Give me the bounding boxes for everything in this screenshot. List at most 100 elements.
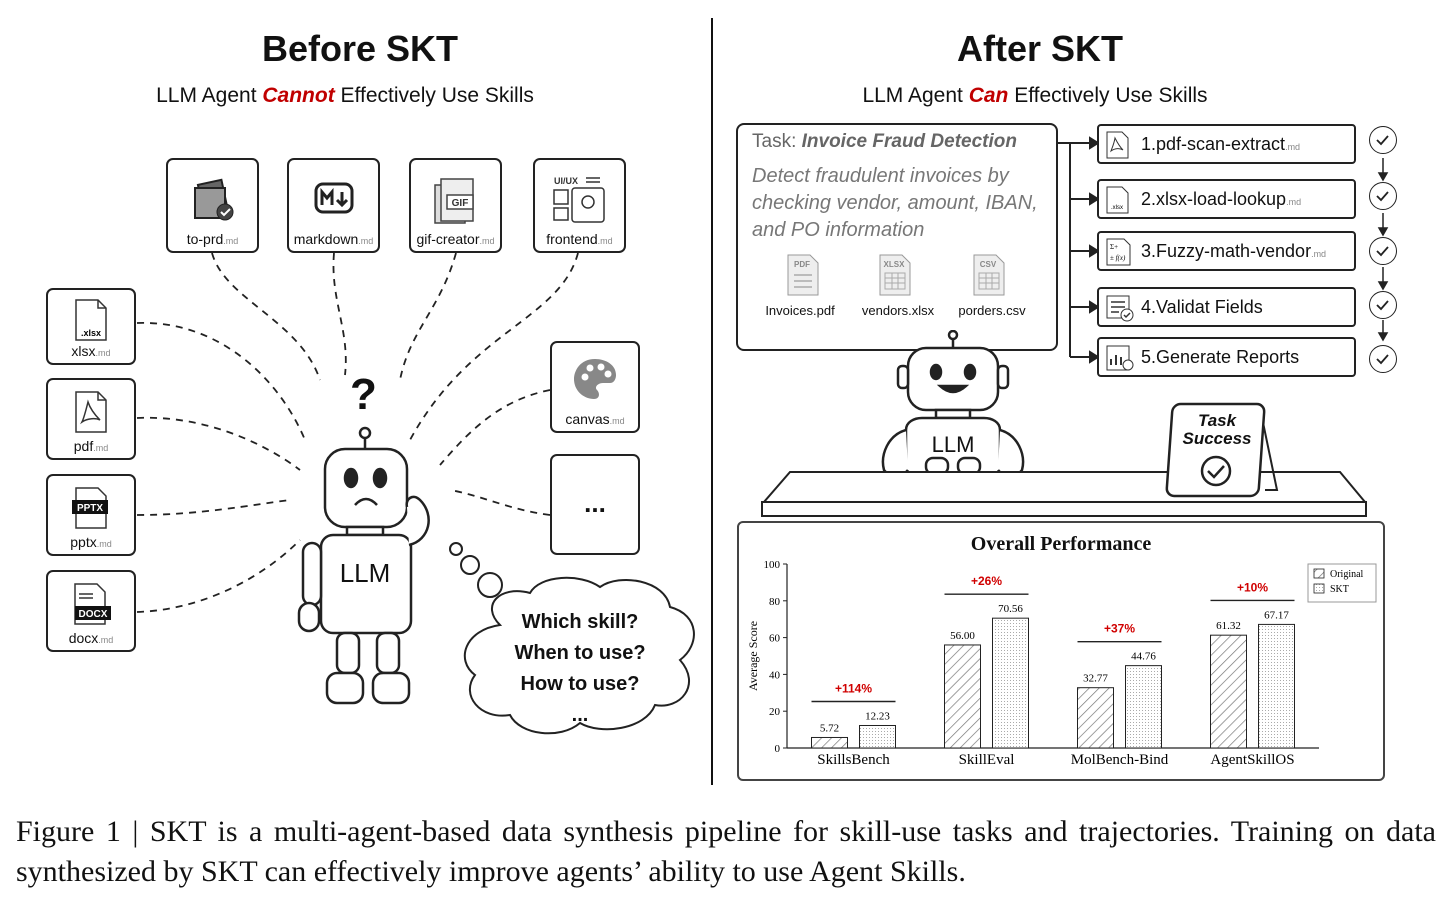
check-circle-icon — [1369, 291, 1397, 319]
file-name: Invoices.pdf — [765, 303, 835, 318]
task-success-text: Task Success — [1177, 412, 1257, 448]
task-success-line: Success — [1182, 429, 1252, 448]
check-circle-icon — [1369, 345, 1397, 373]
pptx-icon-text: PPTX — [77, 503, 103, 514]
before-title: Before SKT — [261, 28, 459, 69]
happy-robot-label: LLM — [931, 432, 975, 457]
x-tick-label: SkillsBench — [817, 752, 890, 768]
step-label: 1.pdf-scan-extract.md — [1141, 134, 1301, 154]
figure-caption: Figure 1 | SKT is a multi-agent-based da… — [16, 815, 1436, 888]
legend-swatch — [1313, 583, 1325, 594]
gif-file-icon: GIF — [433, 178, 474, 224]
step-connectors — [1058, 136, 1098, 364]
panel-divider — [711, 18, 713, 785]
skill-label: frontend.md — [546, 231, 613, 247]
legend-swatch — [1313, 568, 1325, 579]
x-tick-label: SkillEval — [959, 752, 1015, 768]
palette-icon — [574, 359, 616, 399]
after-subtitle-em: Can — [968, 84, 1009, 107]
y-tick-label: 0 — [775, 743, 781, 755]
task-success-tablet — [1165, 402, 1279, 498]
after-subtitle-post: Effectively Use Skills — [1008, 84, 1208, 107]
math-formula-icon: Σ+± f(x) — [1106, 238, 1131, 266]
y-tick-label: 20 — [769, 706, 781, 718]
skill-card-markdown: markdown.md — [287, 158, 380, 253]
skill-card-frontend: UI/UX frontend.md — [533, 158, 626, 253]
pptx-file-icon: PPTX — [72, 487, 108, 529]
after-subtitle-pre: LLM Agent — [862, 84, 969, 107]
svg-text:± f(x): ± f(x) — [1110, 254, 1126, 262]
improvement-label: +26% — [971, 574, 1002, 588]
y-tick-label: 40 — [769, 669, 781, 681]
bar-value-label: 5.72 — [820, 722, 839, 734]
pdf-file-icon — [75, 391, 107, 433]
before-subtitle-post: Effectively Use Skills — [334, 84, 534, 107]
before-subtitle-em: Cannot — [262, 84, 335, 107]
skill-label: gif-creator.md — [416, 231, 495, 247]
validate-list-icon — [1106, 295, 1134, 322]
skill-label: pptx.md — [70, 534, 112, 550]
step-label: 5.Generate Reports — [1141, 347, 1300, 367]
file-name: vendors.xlsx — [861, 303, 935, 318]
more-skills-ellipsis: ... — [584, 488, 606, 518]
bar-value-label: 67.17 — [1264, 609, 1289, 621]
check-arrows — [1377, 158, 1389, 342]
skill-card-to-prd: to-prd.md — [166, 158, 259, 253]
task-box: Task: Invoice Fraud Detection Detect fra… — [736, 123, 1058, 351]
skill-label: xlsx.md — [71, 343, 111, 359]
y-axis-label: Average Score — [746, 621, 760, 691]
document-stack-icon — [193, 178, 233, 221]
skill-connections — [136, 252, 579, 613]
ui-ux-icon: UI/UX — [552, 176, 605, 223]
file-name: porders.csv — [958, 303, 1026, 318]
bar-original — [811, 736, 848, 749]
bar-original — [1210, 634, 1247, 749]
svg-text:XLSX: XLSX — [884, 260, 906, 269]
skill-card-pptx: PPTX pptx.md — [46, 474, 136, 556]
thought-line: How to use? — [520, 673, 640, 695]
xlsx-file-icon: .xlsx — [75, 299, 107, 341]
skill-label: pdf.md — [73, 438, 109, 454]
skill-card-canvas: canvas.md — [550, 341, 640, 433]
skill-card-xlsx: .xlsx xlsx.md — [46, 288, 136, 365]
docx-file-icon: DOCX — [74, 583, 111, 625]
step-3: Σ+± f(x) 3.Fuzzy-math-vendor.md — [1097, 231, 1356, 271]
bar-value-label: 56.00 — [950, 630, 975, 642]
bar-skt — [1258, 623, 1295, 749]
after-subtitle: LLM Agent Can Effectively Use Skills — [790, 84, 1280, 108]
thought-bubble-text: Which skill? When to use? How to use? ..… — [500, 607, 660, 731]
skill-label: markdown.md — [293, 231, 374, 247]
task-name: Invoice Fraud Detection — [801, 131, 1017, 152]
skill-label: docx.md — [68, 630, 114, 646]
confused-robot-label: LLM — [339, 558, 391, 588]
bar-value-label: 32.77 — [1083, 673, 1108, 685]
chart-title: Overall Performance — [970, 533, 1152, 555]
docx-icon-text: DOCX — [79, 609, 108, 620]
question-mark: ? — [350, 370, 377, 419]
bar-value-label: 12.23 — [865, 710, 890, 722]
pdf-file-icon — [1106, 131, 1129, 159]
pdf-file-icon: PDF — [787, 254, 819, 296]
x-tick-label: AgentSkillOS — [1210, 752, 1294, 768]
improvement-label: +37% — [1104, 622, 1135, 636]
y-tick-label: 80 — [769, 596, 781, 608]
report-chart-icon — [1106, 345, 1134, 371]
xlsx-file-icon: XLSX — [879, 254, 911, 296]
legend-label: Original — [1330, 569, 1364, 580]
skill-card-pdf: pdf.md — [46, 378, 136, 460]
xlsx-icon-text: .xlsx — [81, 328, 101, 338]
x-tick-label: MolBench-Bind — [1071, 752, 1169, 768]
happy-robot-icon — [881, 330, 1025, 477]
bar-skt — [992, 617, 1029, 749]
check-circle-icon — [1369, 182, 1397, 210]
skill-card-gif-creator: GIF gif-creator.md — [409, 158, 502, 253]
bar-value-label: 70.56 — [998, 603, 1023, 615]
legend-label: SKT — [1330, 584, 1349, 595]
thought-line: ... — [571, 704, 589, 726]
svg-text:CSV: CSV — [980, 260, 997, 269]
y-tick-label: 100 — [764, 559, 781, 571]
skill-label: canvas.md — [565, 411, 625, 427]
ui-ux-icon-text: UI/UX — [554, 176, 578, 186]
task-success-line: Task — [1197, 411, 1237, 430]
